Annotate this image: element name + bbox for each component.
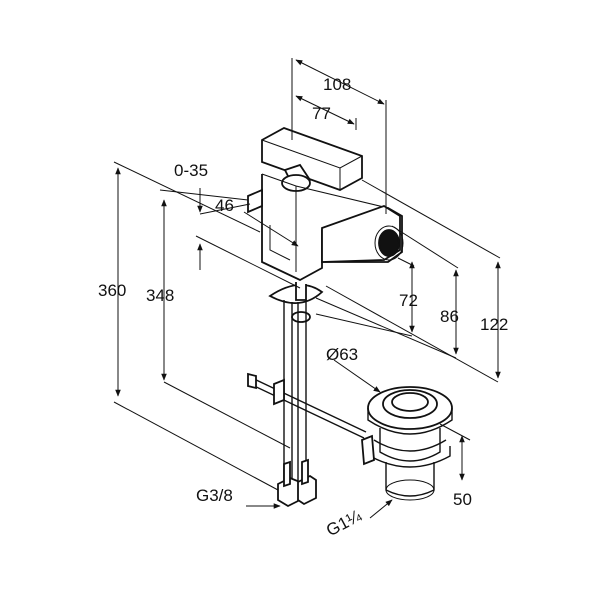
- dimension-label-348: 348: [146, 286, 174, 305]
- dimension-label-122: 122: [480, 315, 508, 334]
- popup-drain: [361, 386, 453, 501]
- thread-label-g1-1-4: G1¼: [323, 506, 365, 540]
- dimension-label-46: 46: [215, 196, 234, 215]
- dimension-label-86: 86: [440, 307, 459, 326]
- faucet-body: [247, 127, 404, 323]
- dimension-lines: [113, 58, 501, 519]
- supply-hoses: [277, 300, 317, 508]
- thread-label-g3-8: G3/8: [196, 486, 233, 505]
- dimension-label-360: 360: [98, 281, 126, 300]
- lift-rod: [247, 372, 367, 439]
- dimension-label-72: 72: [399, 291, 418, 310]
- dimension-label-77: 77: [312, 104, 331, 123]
- dimension-label-108: 108: [323, 75, 351, 94]
- dimension-label-0-35: 0-35: [174, 161, 208, 180]
- dimension-label-50: 50: [453, 490, 472, 509]
- dimension-label-diameter-63: Ø63: [326, 345, 358, 364]
